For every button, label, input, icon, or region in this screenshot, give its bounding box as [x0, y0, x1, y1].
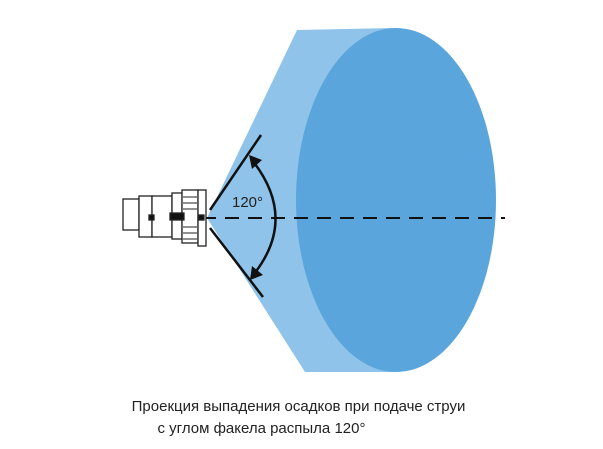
angle-arc [251, 159, 277, 275]
caption-line-2: с углом факела распыла 120° [157, 420, 366, 437]
angle-label: 120° [232, 194, 263, 211]
spray-projection-ellipse [296, 28, 496, 372]
arrow-head-bottom-icon [250, 266, 263, 280]
arrow-head-top-icon [249, 155, 262, 169]
nozzle-icon [122, 189, 207, 247]
cone-edge-top [208, 134, 263, 211]
caption-line-1: Проекция выпадения осадков при подаче ст… [131, 398, 466, 415]
cone-edge-bottom [209, 227, 264, 298]
